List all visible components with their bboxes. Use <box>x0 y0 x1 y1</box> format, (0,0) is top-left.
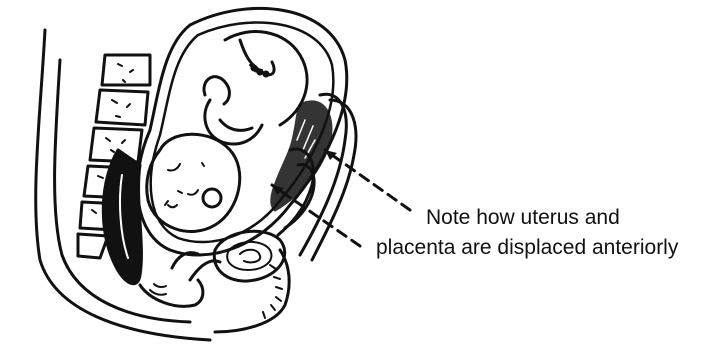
placenta <box>272 102 331 210</box>
leader-line-upper <box>325 150 410 210</box>
leader-line-lower <box>272 185 360 246</box>
annotation-line-2: placenta are displaced anteriorly <box>376 236 678 260</box>
annotation-line-1: Note how uterus and <box>426 206 620 230</box>
rectum <box>103 150 141 284</box>
fetal-head <box>147 134 240 231</box>
bladder <box>214 231 284 281</box>
